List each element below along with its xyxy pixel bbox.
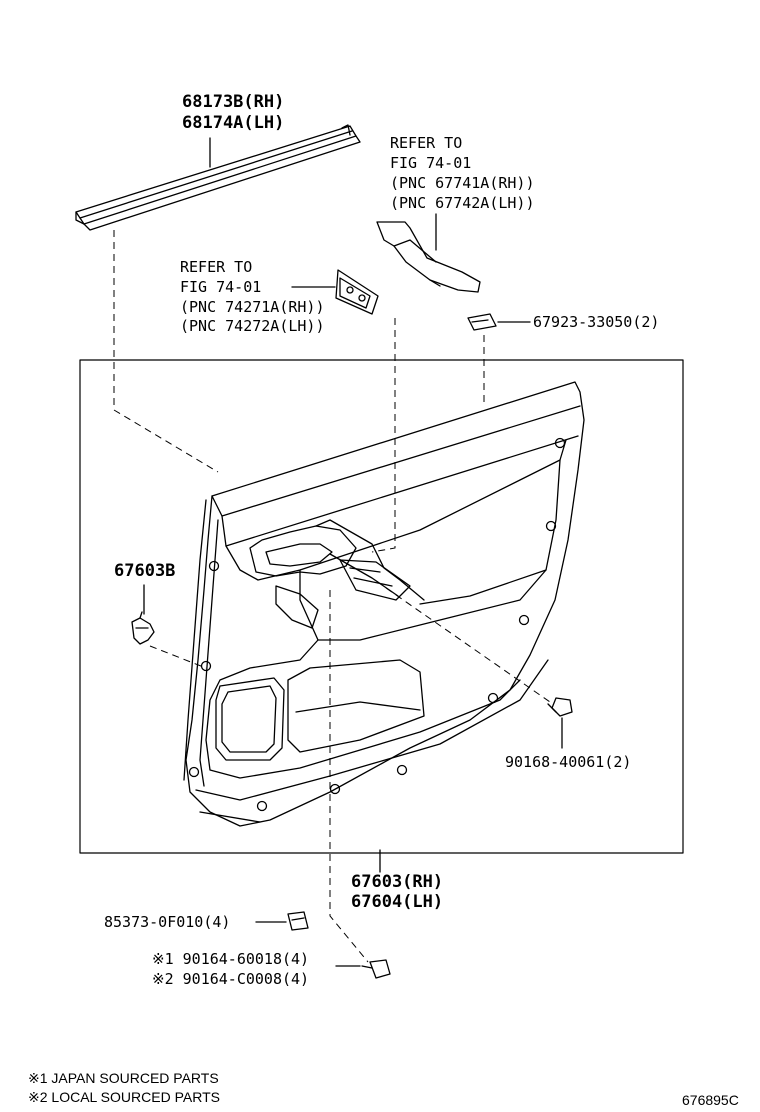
screw-bottom-part [361, 959, 391, 979]
door-trim-panel [183, 381, 585, 827]
label-moulding-rh: 68173B(RH) [182, 92, 285, 112]
label-clip-left: 67603B [114, 561, 176, 581]
label-screw1: ※1 90164-60018(4) [152, 950, 310, 968]
armrest-cover-part [376, 221, 481, 293]
clip-left-part [131, 611, 155, 645]
label-refer-right-1: REFER TO [390, 134, 463, 152]
retainer-part [287, 911, 309, 931]
figure-id: 676895C [682, 1092, 739, 1108]
label-refer-left-4: (PNC 74272A(LH)) [180, 317, 325, 335]
belt-moulding-part [75, 124, 361, 231]
assembly-frame [79, 359, 684, 854]
switch-bezel-part [335, 269, 379, 315]
screw-right-part [547, 697, 573, 717]
clip-top-part [467, 313, 497, 331]
label-panel-rh: 67603(RH) [351, 872, 444, 892]
label-screw2: ※2 90164-C0008(4) [152, 970, 310, 988]
label-panel-lh: 67604(LH) [351, 892, 444, 912]
label-refer-right-4: (PNC 67742A(LH)) [390, 194, 535, 212]
label-refer-left-3: (PNC 74271A(RH)) [180, 298, 325, 316]
label-retainer: 85373-0F010(4) [104, 913, 231, 931]
label-screw-right: 90168-40061(2) [505, 753, 632, 771]
label-refer-right-2: FIG 74-01 [390, 154, 472, 172]
label-refer-right-3: (PNC 67741A(RH)) [390, 174, 535, 192]
label-refer-left-2: FIG 74-01 [180, 278, 262, 296]
label-refer-left-1: REFER TO [180, 258, 253, 276]
footnote-japan-sourced: ※1 JAPAN SOURCED PARTS [28, 1070, 219, 1086]
label-moulding-lh: 68174A(LH) [182, 113, 285, 133]
label-clip-top: 67923-33050(2) [533, 313, 660, 331]
footnote-local-sourced: ※2 LOCAL SOURCED PARTS [28, 1089, 220, 1105]
